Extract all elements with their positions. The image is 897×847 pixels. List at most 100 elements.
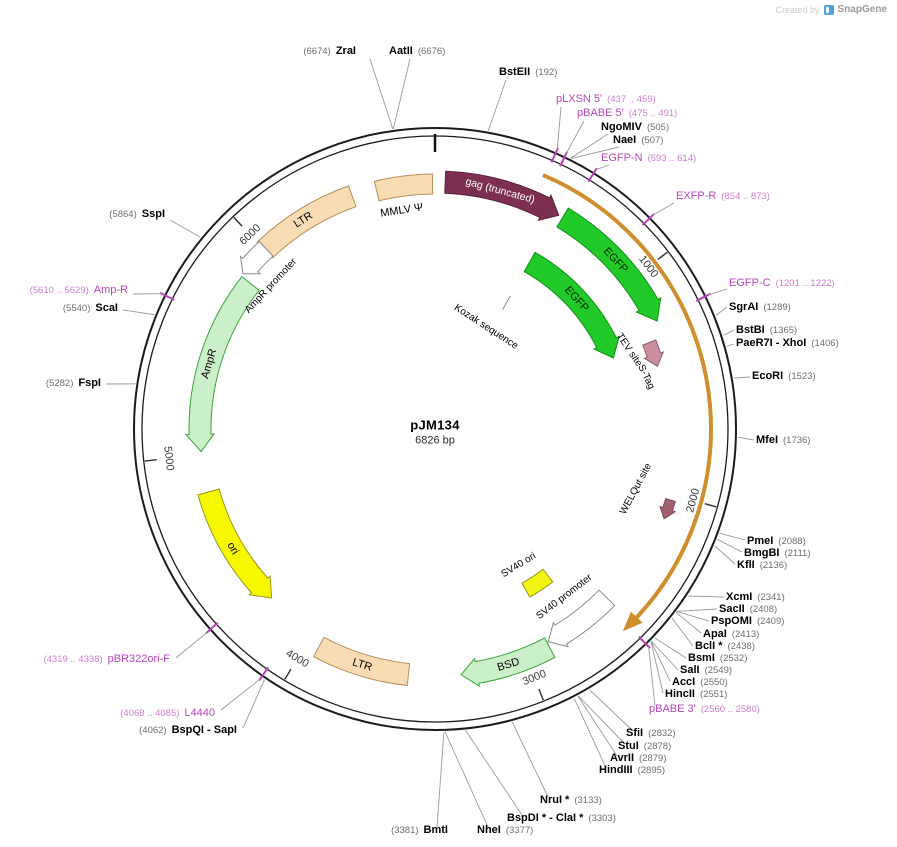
site-leader: [650, 641, 671, 682]
site-leader: [687, 595, 725, 598]
site-label-nrui-[interactable]: NruI *(3133): [540, 794, 602, 806]
primer-label-pbabe-3-[interactable]: pBABE 3'(2560 .. 2580): [649, 703, 760, 715]
sequence-span-arrowhead: [622, 611, 643, 632]
primer-tick: [205, 622, 219, 635]
site-leader: [733, 376, 751, 379]
site-leader: [676, 608, 718, 612]
site-leader: [571, 146, 620, 159]
site-label-hincii[interactable]: HincII(2551): [665, 688, 727, 700]
site-leader: [717, 538, 743, 553]
site-label-aatii[interactable]: AatII(6676): [389, 45, 445, 57]
feature-label-ori[interactable]: ori: [224, 540, 241, 557]
sequence-span-arc[interactable]: [542, 173, 713, 622]
site-leader: [392, 58, 411, 129]
feature-ampr_promoter[interactable]: [239, 240, 274, 275]
site-leader: [465, 730, 523, 816]
primer-leader: [220, 678, 261, 711]
feature-label-welqut[interactable]: WELQut site: [618, 461, 654, 516]
feature-label-ltr3[interactable]: LTR: [351, 656, 374, 673]
site-label-pspomi[interactable]: PspOMI(2409): [711, 615, 784, 627]
feature-ori[interactable]: [197, 488, 273, 599]
feature-label-mmlv_psi[interactable]: MMLV Ψ: [379, 201, 424, 219]
primer-label-pbr322ori-f[interactable]: (4319 .. 4338)pBR322ori-F: [43, 653, 170, 665]
credit-prefix: Created by: [775, 4, 820, 15]
site-leader: [675, 612, 702, 634]
site-label-avrii[interactable]: AvrII(2879): [610, 752, 667, 764]
feature-mmlv_psi[interactable]: [373, 173, 434, 202]
primer-label-egfp-n[interactable]: EGFP-N(593 .. 614): [601, 152, 696, 164]
site-label-apai[interactable]: ApaI(2413): [703, 628, 759, 640]
site-label-bspqi-sapi[interactable]: (4062)BspQI - SapI: [139, 724, 237, 736]
site-label-fspi[interactable]: (5282)FspI: [46, 377, 101, 389]
site-leader: [671, 617, 694, 647]
feature-welqut[interactable]: [659, 498, 677, 520]
feature-egfp_outer[interactable]: [556, 207, 662, 322]
feature-sv40_ori[interactable]: [521, 568, 554, 598]
site-label-hindiii[interactable]: HindIII(2895): [599, 764, 665, 776]
site-label-kfli[interactable]: KflI(2136): [737, 559, 787, 571]
site-label-sspi[interactable]: (5864)SspI: [109, 208, 165, 220]
feature-ltr3[interactable]: [312, 636, 411, 687]
site-label-sgrai[interactable]: SgrAI(1289): [729, 301, 791, 313]
site-label-bsteii[interactable]: BstEII(192): [499, 66, 557, 78]
credit-brand: SnapGene: [837, 4, 887, 15]
site-label-acci[interactable]: AccI(2550): [672, 676, 728, 688]
feature-ltr5[interactable]: [256, 185, 357, 259]
site-label-bsmi[interactable]: BsmI(2532): [688, 652, 747, 664]
site-label-xcmi[interactable]: XcmI(2341): [726, 591, 785, 603]
site-label-mfei[interactable]: MfeI(1736): [756, 434, 810, 446]
site-label-sfii[interactable]: SfiI(2832): [626, 727, 676, 739]
site-label-paer7i-xhoi[interactable]: PaeR7I - XhoI(1406): [736, 337, 839, 349]
plasmid-backbone-outer: [133, 127, 737, 731]
feature-gag[interactable]: [444, 170, 560, 221]
feature-bsd[interactable]: [460, 637, 556, 688]
feature-label-kozak[interactable]: Kozak sequence: [452, 302, 520, 352]
site-leader: [715, 306, 728, 316]
plasmid-name: pJM134: [410, 417, 460, 433]
site-label-bstbi[interactable]: BstBI(1365): [736, 324, 797, 336]
feature-egfp_inner[interactable]: [523, 251, 620, 359]
site-label-pmei[interactable]: PmeI(2088): [747, 535, 806, 547]
position-tick-2000: [704, 503, 717, 508]
primer-leader: [175, 631, 208, 659]
site-leader: [169, 219, 201, 238]
site-leader: [651, 640, 679, 671]
site-label-stui[interactable]: StuI(2878): [618, 740, 671, 752]
feature-label-s_tag[interactable]: S-Tag: [635, 363, 656, 391]
site-label-scai[interactable]: (5540)ScaI: [63, 302, 118, 314]
feature-ampr[interactable]: [184, 275, 260, 453]
site-leader: [570, 133, 609, 159]
site-label-zrai[interactable]: (6674)ZraI: [303, 45, 356, 57]
site-leader: [487, 79, 507, 131]
site-label-sacii[interactable]: SacII(2408): [719, 603, 777, 615]
site-label-ngomiv[interactable]: NgoMIV(505): [601, 121, 669, 133]
primer-leader: [648, 646, 656, 707]
site-leader: [726, 343, 735, 347]
site-label-sali[interactable]: SalI(2549): [680, 664, 732, 676]
feature-label-sv40_ori[interactable]: SV40 ori: [499, 551, 537, 580]
feature-s_tag[interactable]: [642, 339, 665, 368]
site-label-nhei[interactable]: NheI(3377): [477, 824, 533, 836]
primer-label-exfp-r[interactable]: EXFP-R(854 .. 873): [676, 190, 770, 202]
feature-label-tev[interactable]: TEV site: [614, 331, 644, 369]
primer-label-amp-r[interactable]: (5610 .. 5629)Amp-R: [30, 284, 128, 296]
position-tick-3000: [538, 688, 545, 701]
position-label-4000: 4000: [284, 647, 311, 670]
site-label-bcli-[interactable]: BclI *(2438): [695, 640, 755, 652]
feature-sv40_promoter[interactable]: [547, 589, 616, 648]
primer-label-l4440[interactable]: (4068 .. 4085)L4440: [120, 707, 215, 719]
site-leader: [242, 679, 265, 729]
primer-label-egfp-c[interactable]: EGFP-C(1201 .. 1222): [729, 277, 835, 289]
site-leader: [436, 731, 445, 828]
site-label-ecori[interactable]: EcoRI(1523): [752, 370, 816, 382]
position-tick-1000: [657, 251, 668, 261]
primer-leader: [556, 106, 562, 150]
site-label-bmgbi[interactable]: BmgBI(2111): [744, 547, 811, 559]
snapgene-logo-icon: [823, 4, 834, 15]
site-label-bspdi-clai-[interactable]: BspDI * - ClaI *(3303): [507, 812, 616, 824]
primer-label-pbabe-5-[interactable]: pBABE 5'(475 .. 491): [577, 107, 677, 119]
primer-label-plxsn-5-[interactable]: pLXSN 5'(437 .. 459): [556, 93, 656, 105]
site-label-naei[interactable]: NaeI(507): [613, 134, 663, 146]
site-label-bmti[interactable]: (3381)BmtI: [391, 824, 448, 836]
